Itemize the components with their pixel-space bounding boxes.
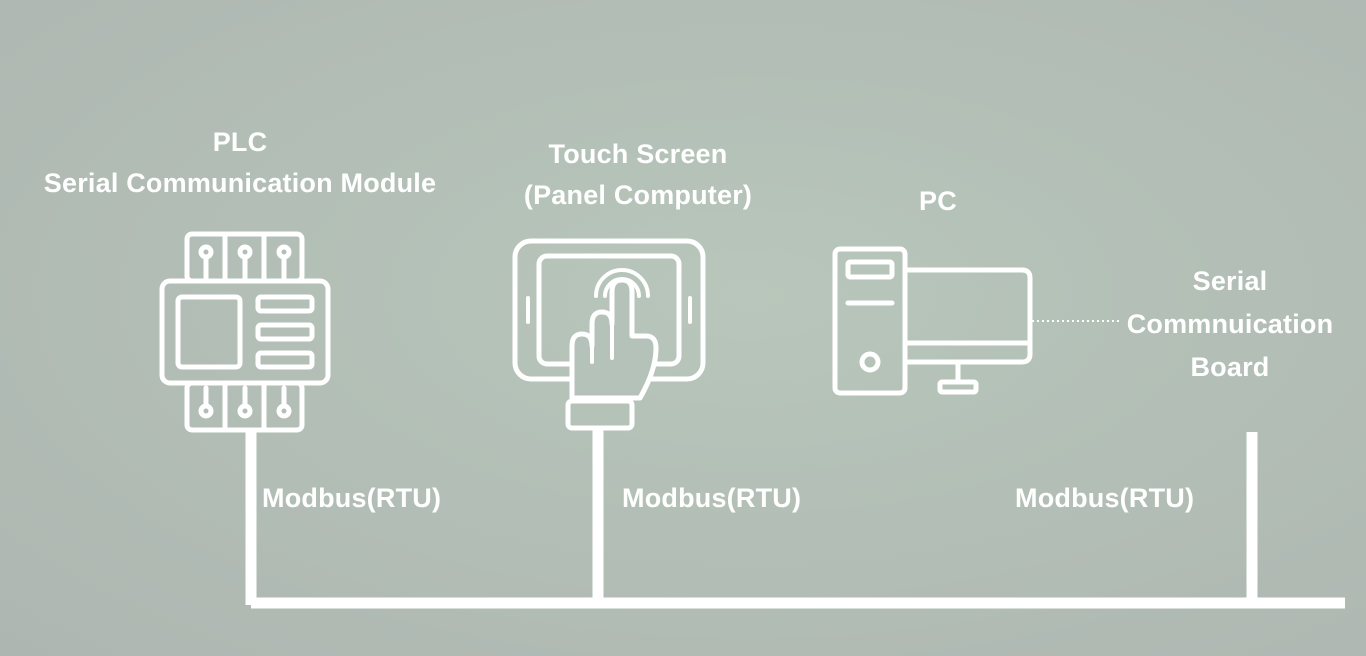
plc-title: PLC [212,127,268,157]
plc-protocol-label: Modbus(RTU) [262,483,442,513]
pc-icon [832,246,1033,396]
touch-screen-icon [512,238,706,431]
board-protocol-label: Modbus(RTU) [1015,483,1195,513]
serial-board-line1: Serial [1192,266,1268,296]
pc-title: PC [919,186,957,216]
touch-screen-title: Touch Screen [548,139,728,169]
serial-board-line2: Commnuication [1126,309,1334,339]
touch-screen-subtitle: (Panel Computer) [523,180,753,210]
bus-lines [245,320,1345,609]
plc-module-icon [159,231,331,433]
serial-board-line3: Board [1190,352,1270,382]
plc-subtitle: Serial Communication Module [43,168,437,198]
touch-protocol-label: Modbus(RTU) [622,483,802,513]
